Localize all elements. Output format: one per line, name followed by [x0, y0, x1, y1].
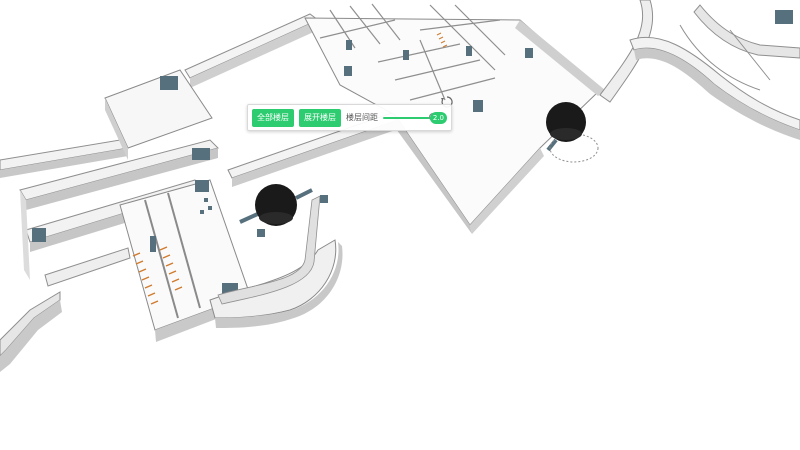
- floor-spacing-slider[interactable]: 2.0: [383, 111, 447, 124]
- window: [160, 76, 178, 90]
- staircase: [436, 32, 448, 48]
- surveillance-camera-icon[interactable]: [546, 102, 599, 163]
- staircase: [132, 246, 183, 305]
- slider-track[interactable]: [383, 116, 447, 119]
- central-atrium: [209, 109, 405, 328]
- floor-spacing-label: 楼层间距: [346, 113, 378, 122]
- show-all-floors-button[interactable]: 全部楼层: [252, 108, 294, 127]
- right-corridors: [599, 0, 800, 140]
- window: [195, 180, 209, 192]
- window: [403, 50, 409, 60]
- expand-floors-button[interactable]: 展开楼层: [299, 108, 341, 127]
- floor-control-toolbar: 全部楼层 展开楼层 楼层间距 2.0: [247, 104, 452, 131]
- window: [525, 48, 533, 58]
- window: [346, 40, 352, 50]
- device-markers: [200, 195, 328, 237]
- window: [473, 100, 483, 112]
- window: [775, 10, 793, 24]
- window: [150, 236, 156, 252]
- floor-spacing-value: 2.0: [429, 111, 447, 124]
- window: [192, 148, 210, 160]
- right-wing: [304, 3, 605, 234]
- window: [32, 228, 46, 242]
- left-corridor: [0, 139, 130, 372]
- surveillance-camera-icon[interactable]: [239, 184, 313, 226]
- window: [466, 46, 472, 56]
- top-corridor: [184, 13, 319, 88]
- window: [344, 66, 352, 76]
